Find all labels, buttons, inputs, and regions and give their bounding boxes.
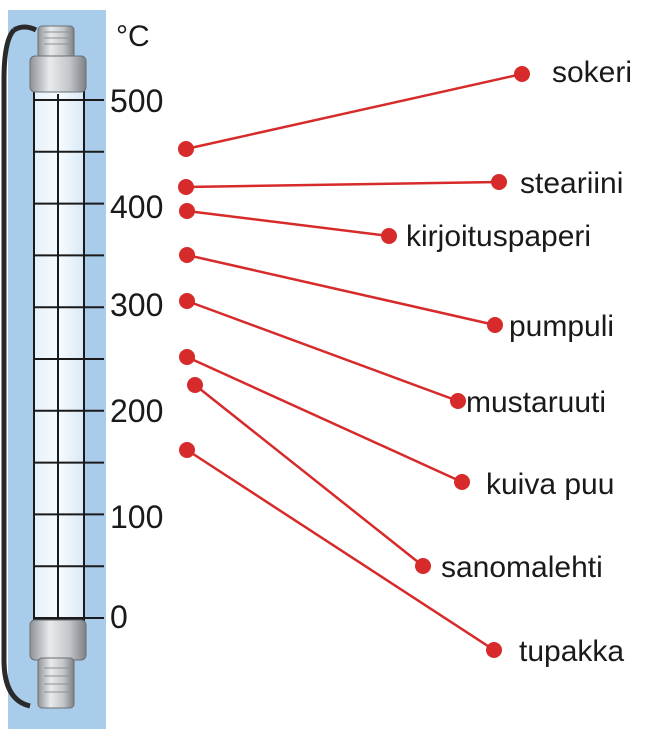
temperature-dot-steariini — [178, 179, 194, 195]
label-dot-sanomalehti — [415, 558, 431, 574]
connector-line-steariini — [185, 180, 500, 189]
temperature-dot-pumpuli — [179, 247, 195, 263]
temperature-dot-kirjoituspaperi — [179, 203, 195, 219]
temperature-dot-sokeri — [178, 141, 194, 157]
label-tupakka: tupakka — [519, 635, 624, 668]
substance-connectors — [178, 66, 530, 658]
label-pumpuli: pumpuli — [509, 310, 614, 343]
scale-label-500: 500 — [110, 83, 163, 119]
scale-label-100: 100 — [110, 499, 163, 535]
scale-label-300: 300 — [110, 287, 163, 323]
scale-label-400: 400 — [110, 189, 163, 225]
temperature-dot-kuiva-puu — [179, 349, 195, 365]
scale-label-0: 0 — [110, 599, 128, 635]
substance-labels: sokeri steariini kirjoituspaperi pumpuli… — [406, 56, 632, 668]
label-mustaruuti: mustaruuti — [466, 386, 606, 419]
label-dot-pumpuli — [487, 317, 503, 333]
temperature-scale: °C 500 400 300 200 100 0 — [110, 20, 163, 635]
unit-label: °C — [116, 20, 150, 53]
temperature-dot-sanomalehti — [187, 377, 203, 393]
connector-line-sokeri — [185, 72, 523, 151]
label-dot-mustaruuti — [450, 393, 466, 409]
label-sokeri: sokeri — [552, 56, 632, 89]
connector-line-kirjoituspaperi — [186, 209, 390, 238]
thermometer-grid — [34, 99, 104, 619]
label-kuiva-puu: kuiva puu — [486, 468, 614, 501]
thermometer — [1, 10, 106, 729]
connector-line-tupakka — [186, 448, 495, 652]
temperature-dot-mustaruuti — [179, 293, 195, 309]
label-dot-tupakka — [486, 642, 502, 658]
scale-label-200: 200 — [110, 393, 163, 429]
thermometer-bottom-cap — [29, 619, 87, 709]
temperature-dot-tupakka — [179, 442, 195, 458]
label-dot-kirjoituspaperi — [381, 228, 397, 244]
label-sanomalehti: sanomalehti — [441, 551, 603, 584]
connector-line-pumpuli — [186, 253, 496, 327]
thermometer-top-cap — [29, 25, 87, 93]
label-dot-kuiva-puu — [454, 474, 470, 490]
thermometer-left-cable — [1, 28, 31, 709]
label-kirjoituspaperi: kirjoituspaperi — [406, 220, 591, 253]
connector-line-kuiva-puu — [186, 355, 463, 484]
label-dot-sokeri — [514, 66, 530, 82]
label-steariini: steariini — [520, 167, 623, 200]
connector-line-sanomalehti — [194, 384, 424, 567]
label-dot-steariini — [491, 174, 507, 190]
connector-line-mustaruuti — [186, 299, 459, 403]
